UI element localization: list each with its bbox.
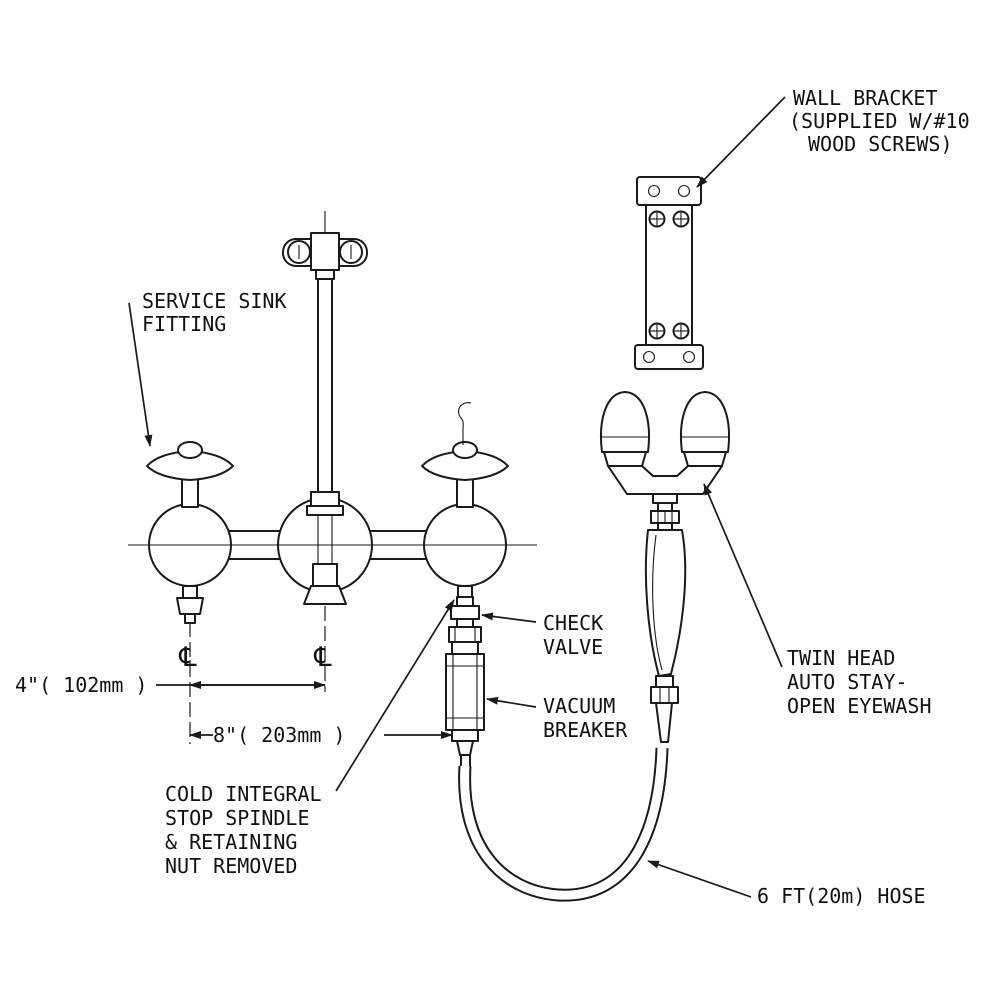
cold-integral-label-line3: & RETAINING <box>165 830 297 854</box>
service-sink-label-line1: SERVICE SINK <box>142 289 287 313</box>
hose-label: 6 FT(20m) HOSE <box>757 884 926 908</box>
hose <box>458 747 669 902</box>
left-eyewash-head <box>600 391 650 453</box>
dimension-4in-label: 4"( 102mm ) <box>15 673 147 697</box>
dimension-lines <box>156 681 453 739</box>
left-cross-handle <box>146 441 234 508</box>
centerline-symbol-center: ℄ <box>313 642 332 673</box>
twin-head-label-line3: OPEN EYEWASH <box>787 694 932 718</box>
check-valve-label-line1: CHECK <box>543 611 603 635</box>
service-sink-fitting <box>128 232 537 624</box>
right-outlet-stem <box>457 585 473 598</box>
dimension-8in-label: 8"( 203mm ) <box>213 723 345 747</box>
right-cross-handle <box>421 402 509 508</box>
check-valve <box>448 596 482 643</box>
vacuum-breaker-label-line2: BREAKER <box>543 718 628 742</box>
labels: WALL BRACKET (SUPPLIED W/#10 WOOD SCREWS… <box>15 86 970 908</box>
wall-bracket-label-line3: WOOD SCREWS) <box>808 132 953 156</box>
center-spout <box>303 515 347 605</box>
cold-integral-label-line4: NUT REMOVED <box>165 854 297 878</box>
wall-bracket <box>634 176 704 370</box>
twin-head-label-line1: TWIN HEAD <box>787 646 895 670</box>
left-outlet-nut <box>176 585 204 624</box>
leader-lines <box>128 96 786 898</box>
vacuum-breaker <box>445 641 485 769</box>
check-valve-label-line2: VALVE <box>543 635 603 659</box>
eyewash-valve <box>650 493 680 531</box>
wall-bracket-label-line2: (SUPPLIED W/#10 <box>789 109 970 133</box>
twin-head-eyewash <box>600 391 730 743</box>
eyewash-yoke <box>607 465 723 495</box>
right-eyewash-head <box>680 391 730 453</box>
stay-open-handle <box>644 529 687 677</box>
pipe-coupling <box>306 491 344 516</box>
top-supply-bracket <box>282 232 368 280</box>
wall-bracket-label-line1: WALL BRACKET <box>793 86 938 110</box>
bracket-screws <box>648 210 690 340</box>
cold-integral-label-line1: COLD INTEGRAL <box>165 782 322 806</box>
centerline-symbol-left: ℄ <box>178 642 197 673</box>
hose-coupling <box>650 675 679 743</box>
service-sink-label-line2: FITTING <box>142 312 226 336</box>
cold-integral-label-line2: STOP SPINDLE <box>165 806 310 830</box>
twin-head-label-line2: AUTO STAY- <box>787 670 907 694</box>
supply-pipe <box>317 278 333 493</box>
vacuum-breaker-label-line1: VACUUM <box>543 694 615 718</box>
